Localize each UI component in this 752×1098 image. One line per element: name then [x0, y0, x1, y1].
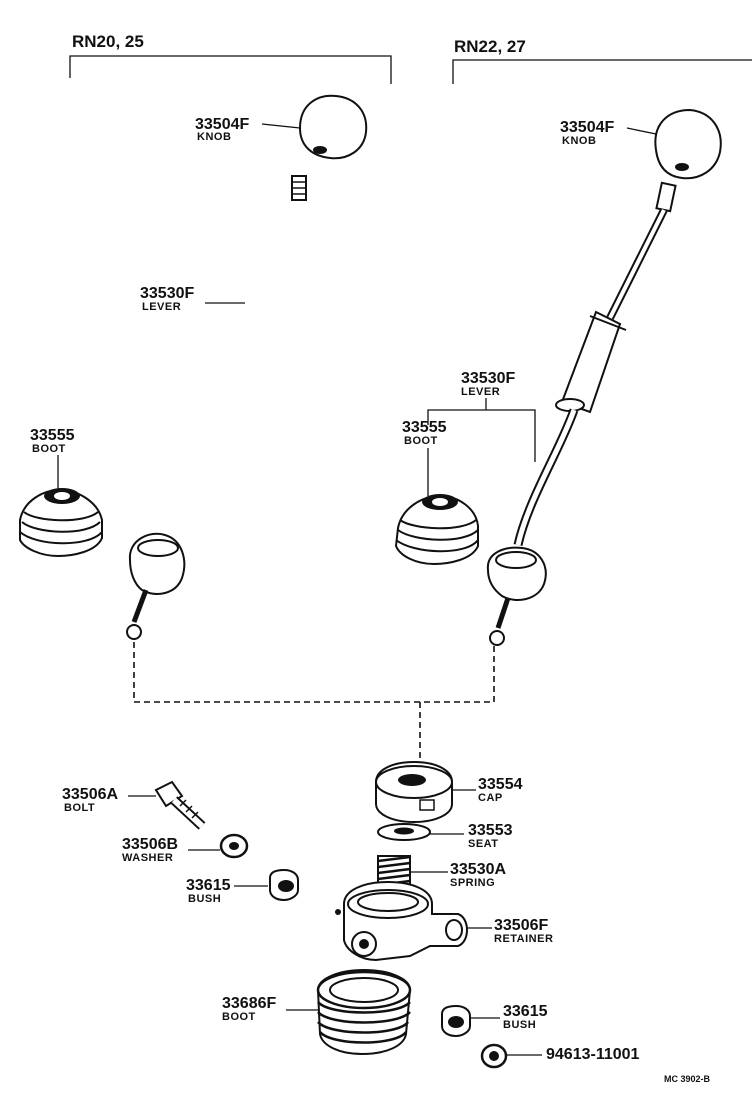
- boot-lower-label: 33686F BOOT: [222, 995, 318, 1023]
- svg-text:33506B: 33506B: [122, 836, 178, 853]
- bush-right-icon: [441, 1004, 471, 1038]
- bush-left-label: 33615 BUSH: [186, 877, 268, 905]
- svg-text:94613-11001: 94613-11001: [546, 1046, 640, 1063]
- model-bracket-left: RN20, 25: [69, 32, 392, 84]
- bolt-icon: [154, 780, 206, 830]
- svg-text:BOOT: BOOT: [222, 1011, 256, 1023]
- svg-text:33615: 33615: [186, 877, 231, 894]
- svg-text:33530A: 33530A: [450, 861, 506, 878]
- svg-text:BOLT: BOLT: [64, 802, 95, 814]
- knob-left-icon: [298, 94, 368, 160]
- svg-text:BOOT: BOOT: [404, 435, 438, 447]
- svg-text:33686F: 33686F: [222, 995, 276, 1012]
- svg-text:SPRING: SPRING: [450, 877, 495, 889]
- svg-text:33553: 33553: [468, 822, 513, 839]
- knob-right-label: 33504F KNOB: [560, 119, 657, 147]
- lever-right-label: 33530F LEVER: [427, 370, 536, 462]
- extra-washer-label: 94613-11001: [506, 1046, 640, 1063]
- spring-icon: [377, 855, 411, 887]
- svg-text:LEVER: LEVER: [461, 386, 500, 398]
- boot-lower-icon: [316, 968, 412, 1056]
- svg-text:KNOB: KNOB: [197, 131, 231, 143]
- model-label-left: RN20, 25: [72, 32, 144, 51]
- washer-icon: [219, 833, 249, 859]
- boot-right-icon: [394, 494, 479, 566]
- svg-text:33530F: 33530F: [140, 285, 194, 302]
- svg-text:33506A: 33506A: [62, 786, 118, 803]
- knob-left-label: 33504F KNOB: [195, 116, 301, 143]
- svg-text:SEAT: SEAT: [468, 838, 499, 850]
- lever-left-label: 33530F LEVER: [140, 285, 245, 313]
- svg-text:33504F: 33504F: [195, 116, 249, 133]
- svg-text:33530F: 33530F: [461, 370, 515, 387]
- bolt-label: 33506A BOLT: [62, 786, 156, 814]
- model-bracket-right: RN22, 27: [452, 37, 752, 84]
- seat-label: 33553 SEAT: [430, 822, 513, 850]
- boot-left-icon: [19, 488, 103, 558]
- svg-text:33555: 33555: [402, 419, 447, 436]
- extra-washer-icon: [480, 1043, 508, 1069]
- svg-text:33615: 33615: [503, 1003, 548, 1020]
- svg-text:BOOT: BOOT: [32, 443, 66, 455]
- svg-text:33504F: 33504F: [560, 119, 614, 136]
- svg-text:33554: 33554: [478, 776, 523, 793]
- svg-text:BUSH: BUSH: [503, 1019, 536, 1031]
- boot-left-label: 33555 BOOT: [30, 427, 75, 490]
- seat-icon: [377, 823, 431, 841]
- diagram-code: MC 3902-B: [664, 1074, 711, 1084]
- washer-label: 33506B WASHER: [122, 836, 220, 864]
- svg-text:BUSH: BUSH: [188, 893, 221, 905]
- bush-left-icon: [269, 868, 299, 902]
- bush-right-label: 33615 BUSH: [470, 1003, 548, 1031]
- svg-text:RETAINER: RETAINER: [494, 933, 553, 945]
- boot-right-label: 33555 BOOT: [402, 419, 447, 496]
- dashed-connector: [133, 642, 495, 768]
- svg-text:KNOB: KNOB: [562, 135, 596, 147]
- model-label-right: RN22, 27: [454, 37, 526, 56]
- svg-text:CAP: CAP: [478, 792, 503, 804]
- knob-right-icon: [654, 108, 722, 180]
- lever-right-icon: [486, 181, 677, 646]
- cap-label: 33554 CAP: [452, 776, 523, 804]
- retainer-label: 33506F RETAINER: [466, 917, 553, 945]
- svg-text:WASHER: WASHER: [122, 852, 173, 864]
- svg-text:33506F: 33506F: [494, 917, 548, 934]
- cap-icon: [375, 760, 453, 824]
- svg-text:LEVER: LEVER: [142, 301, 181, 313]
- retainer-icon: [335, 880, 468, 962]
- spring-label: 33530A SPRING: [410, 861, 506, 889]
- lever-left-icon: [126, 175, 307, 640]
- svg-text:33555: 33555: [30, 427, 75, 444]
